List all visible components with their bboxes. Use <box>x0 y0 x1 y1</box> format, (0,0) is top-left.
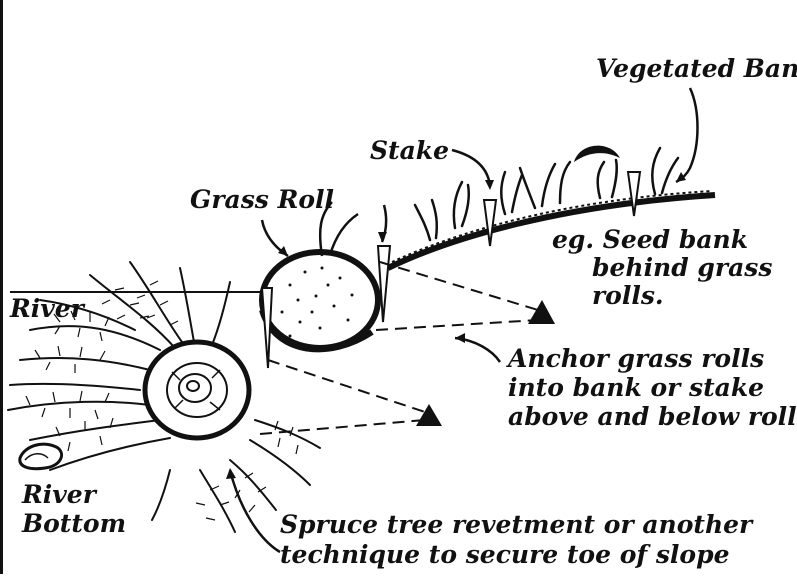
label-anchor-note: Anchor grass rolls into bank or stake ab… <box>508 344 797 431</box>
anchor-triangle-icon <box>528 300 555 324</box>
seed-clump <box>574 146 620 162</box>
label-vegetated-bank: Vegetated Bank <box>596 54 797 83</box>
rock-icon <box>20 444 62 469</box>
frame-left-border <box>0 0 3 574</box>
label-seed-note: eg. Seed bank behind grass rolls. <box>552 226 772 310</box>
anchor-pointer <box>455 338 500 362</box>
label-river: River <box>10 294 84 323</box>
grass-roll-icon <box>262 202 378 349</box>
label-stake: Stake <box>370 136 449 165</box>
vegetated-bank-pointer <box>676 88 698 182</box>
label-river-bottom: River Bottom <box>22 480 126 538</box>
stake-pointer-2 <box>452 150 490 186</box>
spruce-log-icon <box>145 342 249 438</box>
anchor-triangle-icon-2 <box>416 404 442 426</box>
spruce-pointer <box>230 470 280 552</box>
label-grass-roll: Grass Roll <box>190 185 334 214</box>
label-spruce-note: Spruce tree revetment or another techniq… <box>280 510 752 570</box>
